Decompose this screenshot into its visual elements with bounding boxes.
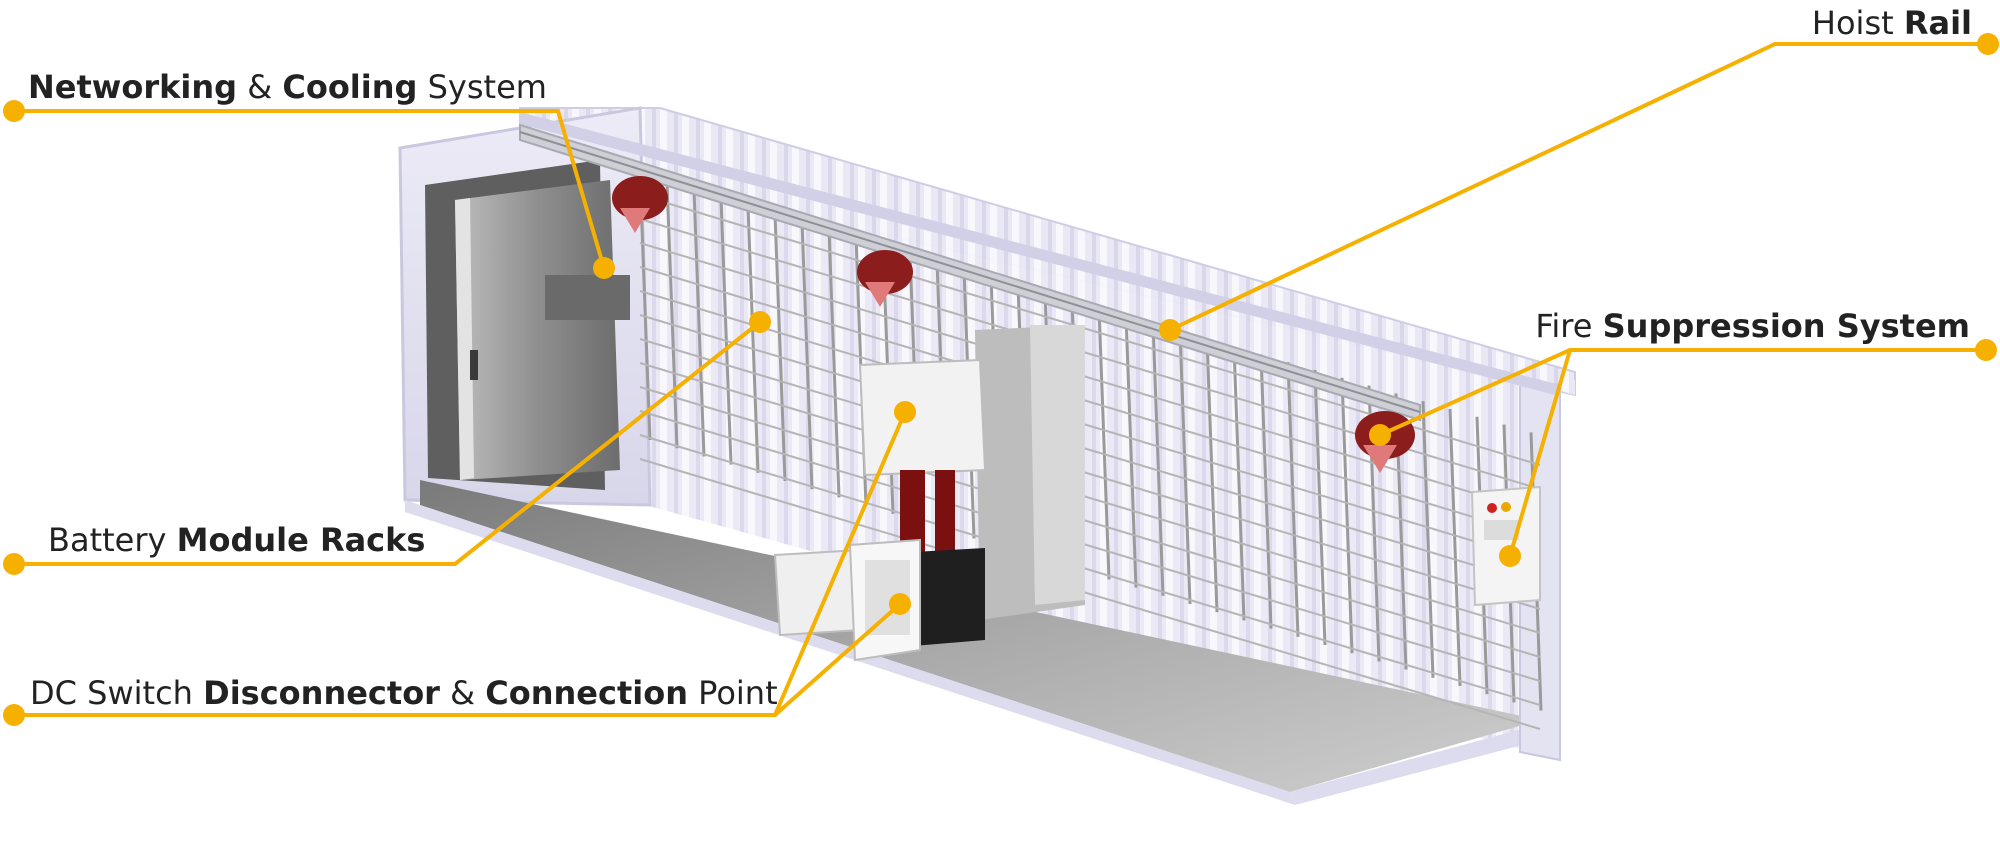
label-part: System [417, 68, 547, 106]
callout-lines [14, 42, 1988, 717]
label-part: Hoist [1811, 4, 1904, 42]
dot-networking-target [593, 257, 615, 279]
rack-shelf [639, 410, 1541, 682]
label-battery-module-racks: Battery Module Racks [48, 521, 425, 559]
callout-line-dc-switch-lower [773, 602, 902, 717]
rack-shelf [639, 242, 1541, 514]
rack-shelf [639, 266, 1541, 538]
rack-post [1421, 401, 1435, 678]
label-dc-switch-disconnector: DC Switch Disconnector & Connection Poin… [30, 674, 778, 712]
callout-line-hoist [1169, 42, 1988, 332]
label-networking-cooling: Networking & Cooling System [28, 68, 547, 106]
rack-post [1259, 354, 1273, 629]
label-part: Disconnector [203, 674, 440, 712]
rack-shelf [639, 434, 1541, 706]
dot-battery-end [3, 553, 25, 575]
rack-post [1232, 346, 1246, 621]
dot-fire-panel-target [1499, 545, 1521, 567]
dot-networking-end [3, 100, 25, 122]
battery-cabinet [455, 180, 630, 480]
rack-post [1313, 369, 1327, 646]
dot-dc-target-upper [894, 401, 916, 423]
rack-shelf [639, 338, 1541, 610]
label-hoist-rail: Hoist Rail [1812, 4, 1972, 42]
rack-shelf [639, 290, 1541, 562]
label-part: Point [687, 674, 778, 712]
rack-shelf [639, 362, 1541, 634]
rack-post [1178, 330, 1192, 605]
hoist-rail [519, 123, 1421, 422]
dot-fire-end [1975, 339, 1997, 361]
rack-post [1097, 307, 1111, 580]
rack-post [1151, 323, 1165, 596]
rack-post [1205, 338, 1219, 613]
rack-shelf [639, 458, 1541, 730]
label-fire-suppression: Fire Suppression System [1535, 307, 1970, 345]
rack-post [1286, 362, 1300, 637]
label-part: & [237, 68, 283, 106]
label-part: Connection [485, 674, 688, 712]
callout-line-fire-panel [1508, 349, 1572, 557]
rack-post [746, 206, 760, 473]
callout-dots [3, 33, 1999, 726]
rack-post [1448, 408, 1462, 687]
label-part: Networking [28, 68, 238, 106]
dot-hoist-target [1159, 319, 1181, 341]
label-part: Cooling [282, 68, 418, 106]
dot-hoist-end [1977, 33, 1999, 55]
label-part: Battery [48, 521, 177, 559]
rack-post [827, 229, 841, 498]
rack-post [800, 221, 814, 490]
rack-post [1124, 315, 1138, 588]
dc-switch-assembly [773, 325, 1085, 662]
dot-dc-target-lower [889, 593, 911, 615]
rack-shelf [639, 314, 1541, 586]
label-part: Suppression System [1602, 307, 1970, 345]
callout-line-networking [14, 109, 606, 269]
label-part: Rail [1903, 4, 1972, 42]
rack-shelf [639, 386, 1541, 658]
label-part: Module Racks [176, 521, 426, 559]
dot-fire-nozzle-target [1369, 424, 1391, 446]
label-part: DC Switch [30, 674, 204, 712]
dot-dc-end [3, 704, 25, 726]
rack-post [1340, 377, 1354, 654]
label-part: & [439, 674, 486, 712]
callout-line-battery [14, 320, 762, 566]
label-part: Fire [1535, 307, 1603, 345]
rack-post [773, 213, 787, 482]
dot-battery-target [749, 311, 771, 333]
